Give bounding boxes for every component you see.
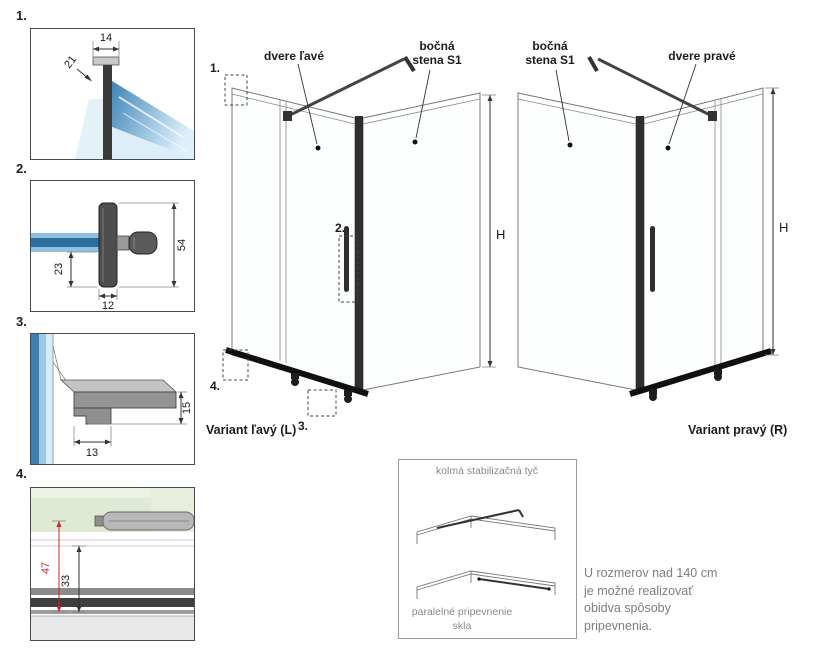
dim-47-label: 47 [40, 562, 52, 574]
top-profile [94, 511, 194, 531]
perpendicular-rod-label: kolmá stabilizačná tyč [435, 465, 539, 477]
variants-drawing: 1. 2. 4. 3. H dvere ľavé bočná stena S1 … [206, 39, 788, 437]
dimension-12: 12 [98, 289, 118, 311]
perpendicular-rod-sketch [416, 509, 556, 544]
marker-3-area [307, 389, 337, 417]
left-wall-label-line1: bočná [419, 39, 455, 53]
dim-23-label: 23 [53, 263, 65, 275]
dimension-33: 33 [60, 545, 86, 613]
detail-markers: 1. 2. 4. 3. [210, 61, 359, 433]
detail-1-drawing: 14 21 [62, 32, 194, 159]
dim-14-label: 14 [100, 32, 112, 44]
glass-edge [31, 233, 99, 252]
marker-4-area [222, 349, 249, 381]
dimension-54: 54 [119, 202, 188, 288]
height-label-left: H [496, 227, 505, 242]
detail-1-number: 1. [16, 8, 27, 23]
label-leaders [297, 63, 431, 151]
dim-21-label: 21 [62, 54, 79, 71]
left-variant-caption: Variant ľavý (L) [206, 423, 296, 437]
bottom-rail [629, 348, 772, 401]
height-label-right: H [779, 220, 788, 235]
marker-2-area [338, 235, 359, 303]
size-note: U rozmerov nad 140 cm je možné realizova… [584, 566, 718, 633]
detail-4-drawing: 47 33 [31, 488, 194, 640]
marker-1-label: 1. [210, 61, 220, 75]
rail-profile-section [52, 345, 178, 425]
section-zones [31, 488, 194, 640]
dimension-47: 47 [40, 520, 66, 613]
detail-4-number: 4. [16, 466, 27, 481]
marker-2-label: 2. [335, 221, 345, 235]
variant-left-drawing: 1. 2. 4. 3. H dvere ľavé bočná stena S1 … [206, 39, 505, 437]
detail-2-drawing: 54 23 12 [31, 202, 188, 311]
height-dimension: H [765, 87, 788, 356]
parallel-mount-label: paralelné pripevnenie skla [411, 606, 513, 632]
wall-profile [636, 116, 644, 392]
right-wall-label-line2: stena S1 [525, 53, 575, 67]
dim-54-label: 54 [176, 239, 188, 251]
marker-4-label: 4. [210, 379, 220, 393]
mounting-options-box: kolmá stabilizačná tyč paralelné pripevn… [398, 459, 577, 639]
detail-4-box: 47 33 [30, 487, 195, 641]
detail-2-number: 2. [16, 161, 27, 176]
detail-1-box: 14 21 [30, 28, 195, 160]
right-wall-label-line1: bočná [532, 39, 568, 53]
bottom-rail [225, 347, 369, 403]
wall-profile-section [92, 56, 120, 159]
label-leaders [555, 63, 697, 151]
dimension-23: 23 [53, 251, 97, 288]
dim-15-label: 15 [181, 402, 193, 414]
dimension-13: 13 [73, 426, 112, 459]
dim-12-label: 12 [102, 300, 114, 311]
door-handle [650, 226, 655, 292]
right-variant-caption: Variant pravý (R) [688, 423, 787, 437]
mounting-sketches [416, 509, 556, 599]
dim-33-label: 33 [60, 575, 72, 587]
glass-pane [75, 81, 194, 159]
parallel-rod-sketch [416, 570, 556, 599]
detail-3-box: 15 13 [30, 333, 195, 465]
detail-3-drawing: 15 13 [31, 334, 193, 464]
marker-1-area [224, 74, 248, 106]
left-door-label: dvere ľavé [264, 49, 324, 63]
variant-right-drawing: H bočná stena S1 dvere pravé Variant pra… [517, 39, 788, 437]
detail-3-number: 3. [16, 314, 27, 329]
stabilizer-rod [587, 56, 717, 121]
dimension-15: 15 [88, 391, 193, 425]
dim-13-label: 13 [86, 447, 98, 459]
wall-profile [355, 116, 363, 392]
connector-profile [98, 202, 158, 288]
right-door-label: dvere pravé [668, 49, 736, 63]
dimension-21: 21 [62, 54, 92, 82]
left-wall-label-line2: stena S1 [412, 53, 462, 67]
marker-3-label: 3. [298, 419, 308, 433]
dimension-14: 14 [92, 32, 120, 59]
glass-pane [31, 334, 54, 464]
detail-2-box: 54 23 12 [30, 180, 195, 312]
height-dimension: H [482, 94, 505, 368]
stabilizer-rod [283, 55, 416, 121]
door-handle [344, 226, 349, 292]
